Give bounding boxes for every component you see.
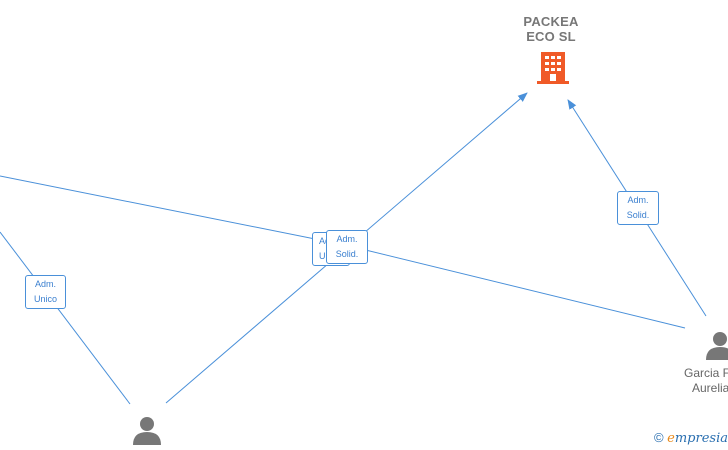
edge-left-to-bottom-person — [0, 231, 131, 405]
person-name-right-line2: Aurelia — [692, 381, 728, 395]
edge-label-right: Adm. Solid. — [617, 191, 659, 225]
edge-label-center-front-line2: Solid. — [335, 249, 359, 259]
edge-label-left-line2: Unico — [33, 294, 57, 304]
edge-label-center-front: Adm. Solid. — [326, 230, 368, 264]
edge-left-to-center — [0, 175, 346, 246]
person-name-right[interactable]: Garcia F Aurelia — [676, 366, 728, 396]
edge-label-left-line1: Adm. — [34, 279, 56, 289]
edge-label-center-front-line1: Adm. — [336, 234, 358, 244]
empresia-watermark[interactable]: © empresia — [654, 430, 728, 446]
building-icon[interactable] — [537, 52, 569, 84]
company-name-line2: ECO SL — [526, 29, 576, 44]
empresia-logo-e: e — [667, 431, 675, 446]
copyright-symbol: © — [653, 430, 664, 445]
edge-label-right-line1: Adm. — [627, 195, 649, 205]
empresia-logo-text: mpresia — [674, 431, 728, 446]
edge-label-right-line2: Solid. — [626, 210, 650, 220]
edge-center-to-right-person — [344, 244, 686, 329]
company-name[interactable]: PACKEA ECO SL — [511, 14, 591, 44]
person-icon-right[interactable] — [706, 332, 728, 360]
company-name-line1: PACKEA — [523, 14, 579, 29]
edge-label-left: Adm. Unico — [25, 275, 66, 309]
person-name-right-line1: Garcia F — [684, 366, 728, 380]
person-icon-bottom[interactable] — [133, 417, 161, 445]
